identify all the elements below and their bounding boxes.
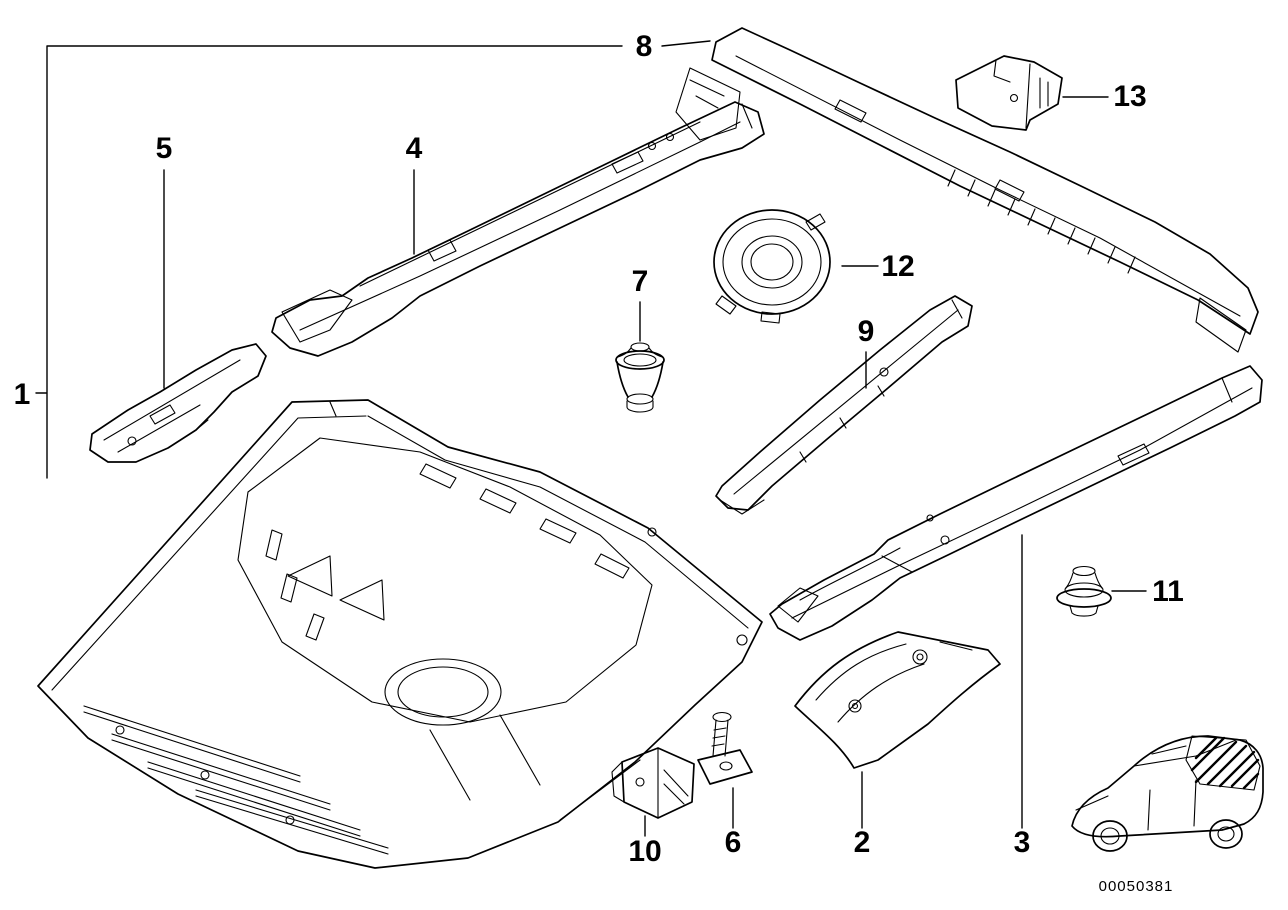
car-front-wheel xyxy=(1092,820,1128,852)
leader-1 xyxy=(35,45,623,479)
callout-5[interactable]: 5 xyxy=(156,132,173,165)
callout-11[interactable]: 11 xyxy=(1152,575,1184,608)
callout-4[interactable]: 4 xyxy=(406,132,423,165)
part-13-bracket-top-right xyxy=(955,55,1063,131)
callout-3[interactable]: 3 xyxy=(1014,826,1031,859)
doc-number: 00050381 xyxy=(1099,878,1174,895)
part-7-grommet-cone xyxy=(615,342,665,413)
callout-2[interactable]: 2 xyxy=(854,826,871,859)
leader-8 xyxy=(661,40,711,47)
callout-12[interactable]: 12 xyxy=(881,250,914,283)
part-12-cover-cap xyxy=(713,209,831,324)
callout-labels: 1 2 3 4 5 6 7 8 9 10 11 12 13 xyxy=(14,30,1184,868)
car-location-inset xyxy=(1071,735,1264,852)
part-6-bolt-bracket xyxy=(697,711,753,785)
part-8-cross-member-rear xyxy=(675,27,1259,353)
part-5-bracket-left xyxy=(89,343,267,463)
callout-7[interactable]: 7 xyxy=(632,265,649,298)
part-4-side-member-left xyxy=(271,101,765,357)
callout-8[interactable]: 8 xyxy=(636,30,653,63)
part-2-channel-panel xyxy=(794,631,1001,769)
callout-10[interactable]: 10 xyxy=(628,835,661,868)
callout-9[interactable]: 9 xyxy=(858,315,875,348)
callout-1[interactable]: 1 xyxy=(14,378,31,411)
part-1-floor-panel-assembly xyxy=(37,399,763,869)
part-11-plug-grommet xyxy=(1056,565,1112,617)
highlighted-section-hatch xyxy=(1185,735,1261,791)
part-9-support-rail xyxy=(715,295,973,515)
leader-lines xyxy=(35,40,1147,837)
part-3-side-member-right xyxy=(769,365,1263,641)
car-rear-wheel xyxy=(1209,819,1243,849)
spare-wheel-well-circle xyxy=(384,658,502,726)
callout-13[interactable]: 13 xyxy=(1113,80,1146,113)
part-10-bracket-small xyxy=(611,747,695,819)
callout-6[interactable]: 6 xyxy=(725,826,742,859)
